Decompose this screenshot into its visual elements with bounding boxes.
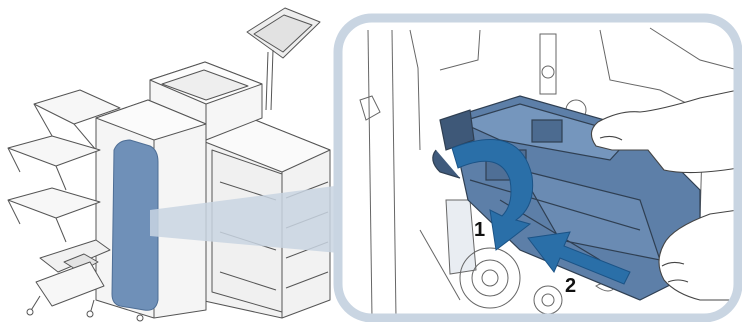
printer-machine: [8, 8, 330, 321]
finisher-unit: [8, 90, 206, 321]
step-2-label: 2: [565, 276, 576, 296]
step-1-label: 1: [474, 220, 485, 240]
callout-detail: [338, 18, 738, 318]
